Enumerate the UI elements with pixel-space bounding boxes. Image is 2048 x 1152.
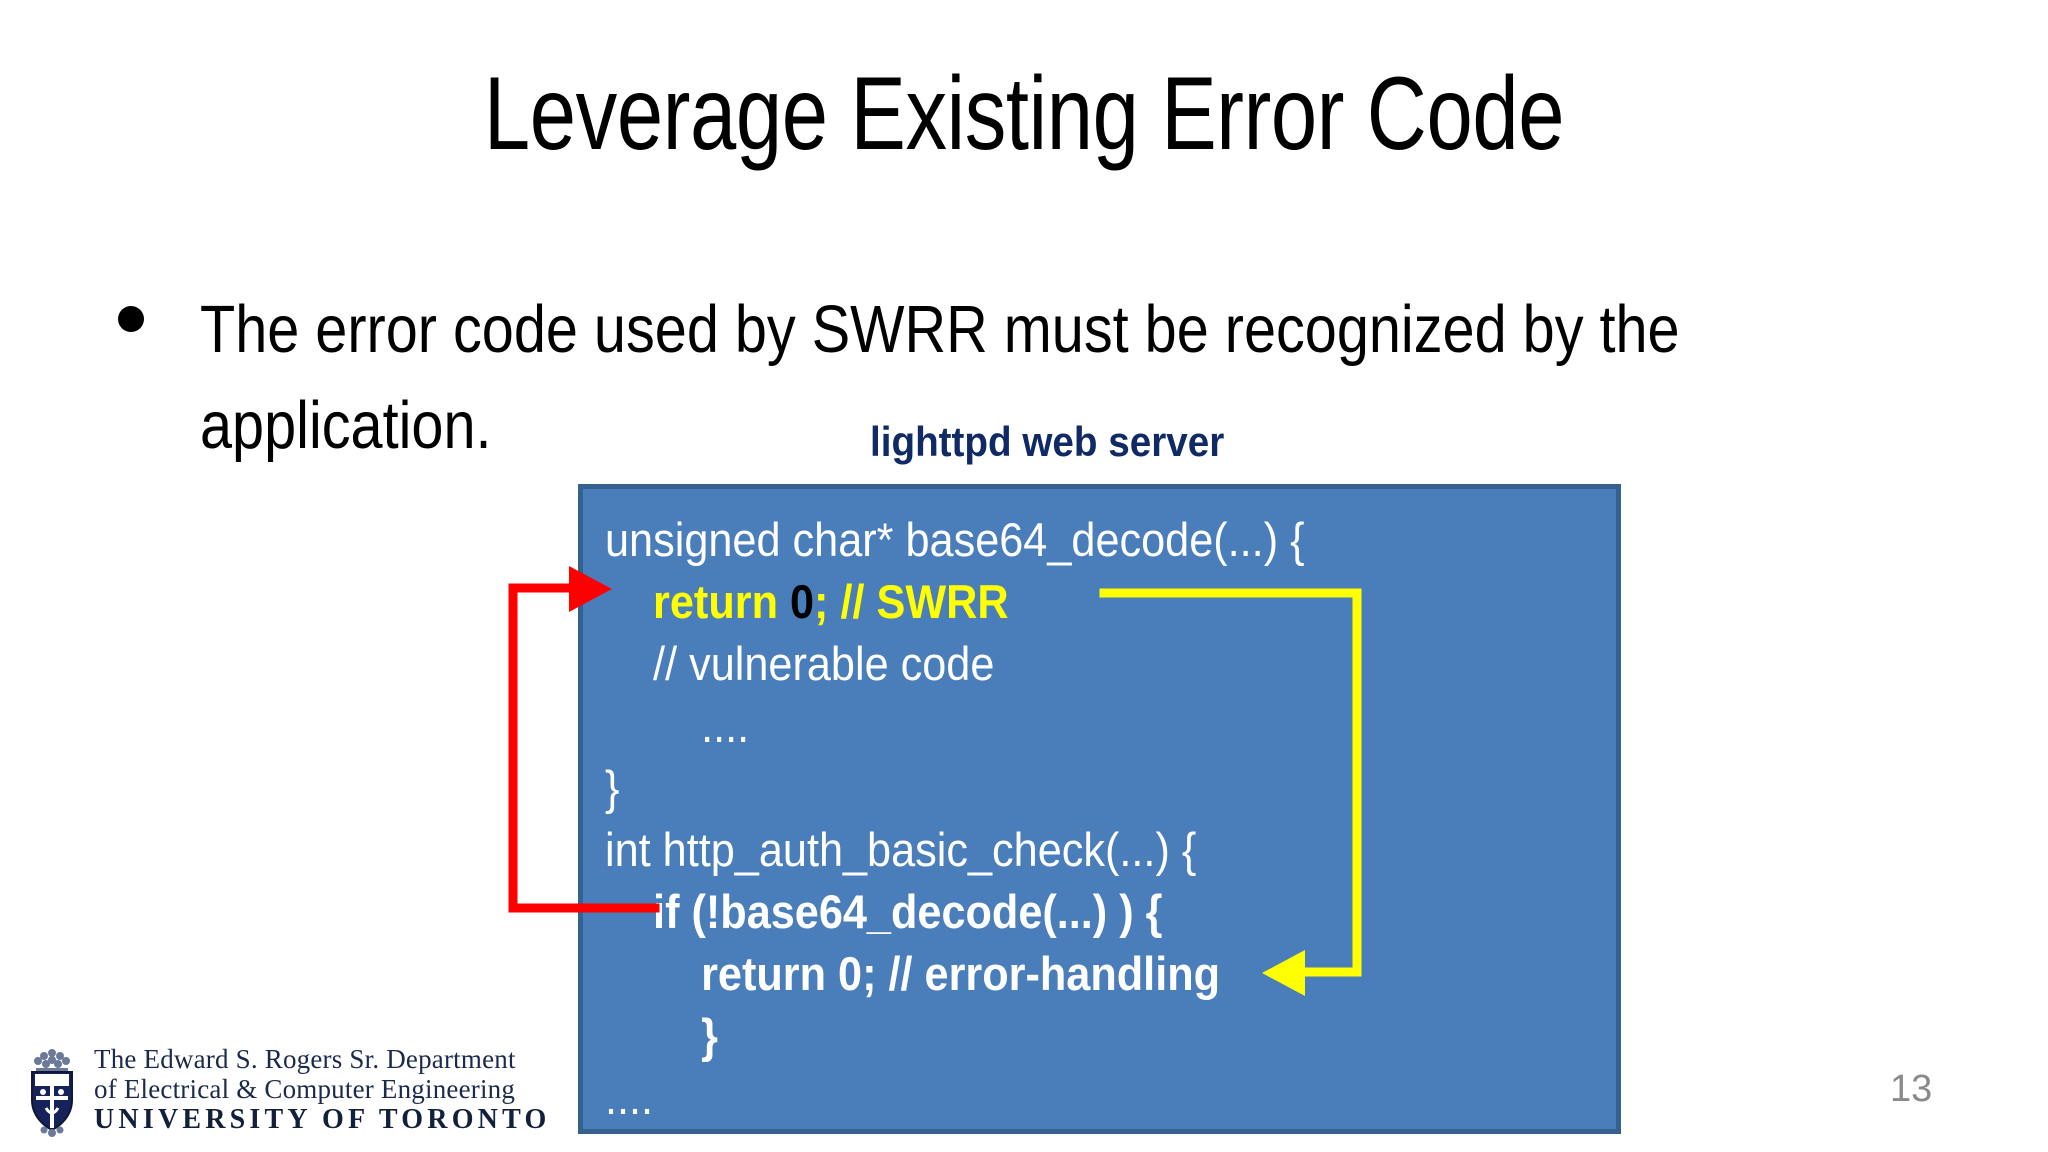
code-line: .... xyxy=(605,1067,1525,1129)
code-line: return 0; // error-handling xyxy=(605,943,1525,1005)
code-token: return xyxy=(605,575,791,628)
code-block-panel: unsigned char* base64_decode(...) { retu… xyxy=(578,484,1621,1134)
code-line: return 0; // SWRR xyxy=(605,571,1525,633)
code-line: .... xyxy=(605,695,1525,757)
university-logo: The Edward S. Rogers Sr. Department of E… xyxy=(22,1042,602,1137)
code-token: ; // SWRR xyxy=(814,575,1009,628)
code-line: if (!base64_decode(...) ) { xyxy=(605,881,1525,943)
code-block-lines: unsigned char* base64_decode(...) { retu… xyxy=(605,509,1525,1129)
bullet-item-text: The error code used by SWRR must be reco… xyxy=(200,292,1680,463)
code-token: unsigned char* base64_decode(...) { xyxy=(605,513,1305,566)
code-token: // vulnerable code xyxy=(605,637,995,690)
logo-line-1: The Edward S. Rogers Sr. Department xyxy=(94,1044,516,1074)
code-line: unsigned char* base64_decode(...) { xyxy=(605,509,1525,571)
bullet-marker-icon xyxy=(118,306,144,332)
code-token: .... xyxy=(605,699,750,752)
code-line: } xyxy=(605,1005,1525,1067)
code-line: int http_auth_basic_check(...) { xyxy=(605,819,1525,881)
page-title: Leverage Existing Error Code xyxy=(483,56,1565,172)
slide-page-number: 13 xyxy=(1890,1068,1933,1110)
logo-line-2: of Electrical & Computer Engineering xyxy=(94,1074,516,1104)
code-line: // vulnerable code xyxy=(605,633,1525,695)
uoft-crest-icon xyxy=(31,1049,73,1137)
code-token: return 0; // error-handling xyxy=(605,947,1221,1000)
code-line: } xyxy=(605,757,1525,819)
logo-line-3: UNIVERSITY OF TORONTO xyxy=(94,1104,551,1135)
diagram-caption: lighttpd web server xyxy=(870,418,1225,465)
code-token: int http_auth_basic_check(...) { xyxy=(605,823,1197,876)
university-logo-text: The Edward S. Rogers Sr. Department of E… xyxy=(94,1044,550,1136)
code-token: .... xyxy=(605,1071,654,1124)
code-token: } xyxy=(605,1009,718,1062)
code-token: } xyxy=(605,761,620,814)
code-token: 0 xyxy=(790,575,815,628)
code-token: if (!base64_decode(...) ) { xyxy=(605,885,1163,938)
